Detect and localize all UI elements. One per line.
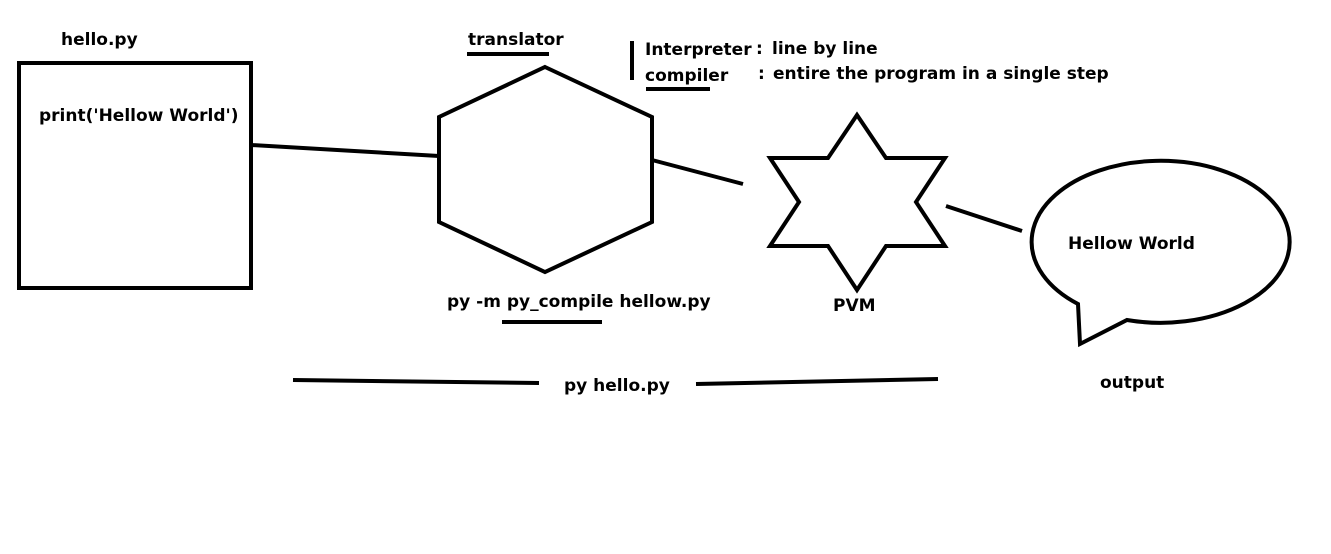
pvm-star	[766, 111, 949, 294]
definition-term-compiler: compiler	[645, 66, 729, 86]
definition-meaning-compiler: entire the program in a single step	[773, 64, 1109, 84]
translator-hexagon	[437, 64, 654, 275]
connector-file-to-translator	[250, 143, 440, 158]
definition-meaning-interpreter: line by line	[772, 39, 878, 59]
translator-title: translator	[468, 30, 564, 50]
definition-term-interpreter: Interpreter	[645, 40, 752, 60]
source-file-box	[17, 61, 253, 290]
output-speech-bubble	[1029, 158, 1292, 348]
pvm-label: PVM	[833, 296, 876, 316]
run-line-left	[292, 378, 540, 385]
connector-translator-to-pvm	[651, 158, 744, 186]
connector-pvm-to-output	[945, 204, 1023, 233]
run-command: py hello.py	[564, 376, 670, 396]
output-bubble-text: Hellow World	[1068, 234, 1195, 254]
source-code: print('Hellow World')	[39, 106, 238, 126]
output-label: output	[1100, 373, 1164, 393]
definition-separator-interpreter: :	[756, 39, 763, 59]
compile-command: py -m py_compile hellow.py	[447, 292, 711, 312]
definition-separator-compiler: :	[758, 64, 765, 84]
source-filename: hello.py	[61, 30, 138, 50]
run-line-right	[695, 377, 939, 386]
